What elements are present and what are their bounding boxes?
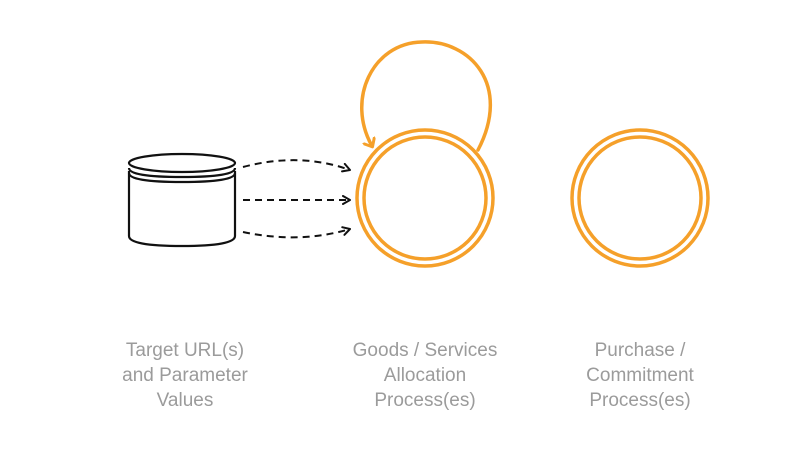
- goods-services-label: Goods / Services Allocation Process(es): [325, 338, 525, 413]
- label-line: Purchase /: [594, 340, 686, 361]
- dashed-arrow-top: [242, 159, 351, 173]
- database-icon: [127, 152, 237, 248]
- dashed-arrows: [242, 159, 351, 239]
- label-line: Target URL(s): [125, 340, 245, 361]
- label-line: Commitment: [586, 365, 694, 386]
- label-line: Process(es): [374, 390, 476, 411]
- label-line: Process(es): [589, 390, 691, 411]
- purchase-process-node: [570, 128, 710, 268]
- label-line: Values: [156, 390, 214, 411]
- label-line: and Parameter: [122, 365, 248, 386]
- self-loop-arrow: [360, 40, 492, 152]
- goods-process-node: [355, 128, 495, 268]
- label-line: Goods / Services: [352, 340, 498, 361]
- label-line: Allocation: [383, 365, 467, 386]
- purchase-commitment-label: Purchase / Commitment Process(es): [540, 338, 740, 413]
- dashed-arrow-bottom: [242, 226, 351, 239]
- target-url-label: Target URL(s) and Parameter Values: [85, 338, 285, 413]
